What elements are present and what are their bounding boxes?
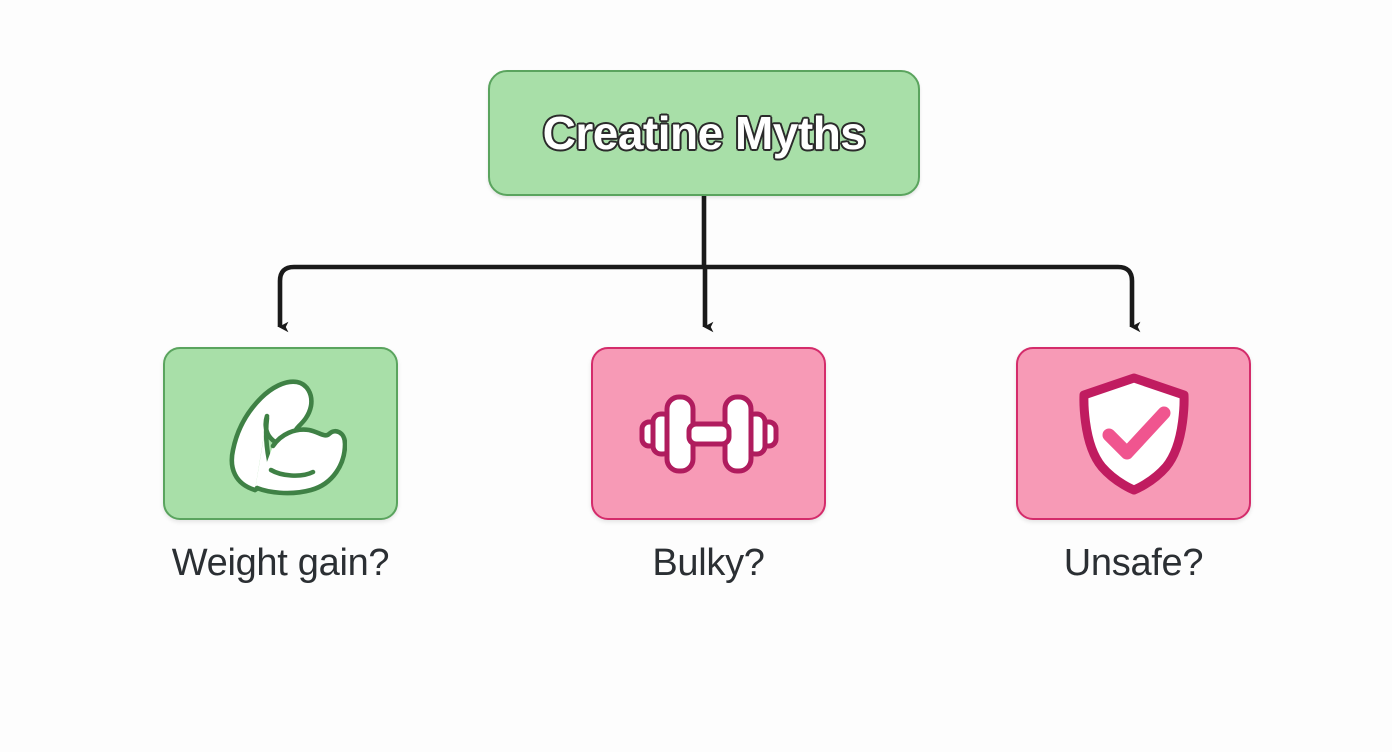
leaf-card-bulky[interactable] bbox=[591, 347, 826, 520]
connector-branch-left bbox=[277, 264, 704, 333]
leaf-node-unsafe[interactable]: Unsafe? bbox=[1016, 347, 1251, 585]
shield-outline bbox=[1078, 373, 1189, 494]
root-node-label: Creatine Myths bbox=[542, 106, 867, 160]
leaf-card-weight-gain[interactable] bbox=[163, 347, 398, 520]
leaf-label-unsafe: Unsafe? bbox=[1063, 542, 1204, 584]
leaf-node-bulky[interactable]: Bulky? bbox=[591, 347, 826, 585]
leaf-label-weight-gain: Weight gain? bbox=[171, 542, 390, 584]
check-mark bbox=[1102, 406, 1170, 459]
root-node-creatine-myths[interactable]: Creatine Myths bbox=[488, 70, 920, 196]
flexed-bicep-icon bbox=[229, 378, 347, 495]
leaf-card-unsafe[interactable] bbox=[1016, 347, 1251, 520]
dumbbell-icon bbox=[639, 394, 778, 473]
leaf-label-bulky: Bulky? bbox=[652, 542, 765, 584]
shield-check-icon bbox=[1078, 373, 1189, 494]
connector-branch-right bbox=[704, 264, 1141, 333]
leaf-node-weight-gain[interactable]: Weight gain? bbox=[163, 347, 398, 585]
